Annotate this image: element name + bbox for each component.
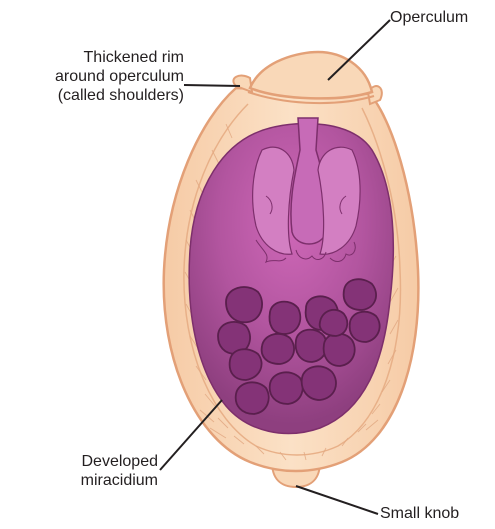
label-shoulders: Thickened rim around operculum (called s… [6,48,184,105]
leader-small-knob [296,486,378,514]
label-operculum: Operculum [390,8,468,27]
leader-shoulders [184,85,240,86]
label-small-knob: Small knob [380,504,459,523]
operculum-shape [250,52,372,98]
label-miracidium: Developed miracidium [40,452,158,490]
